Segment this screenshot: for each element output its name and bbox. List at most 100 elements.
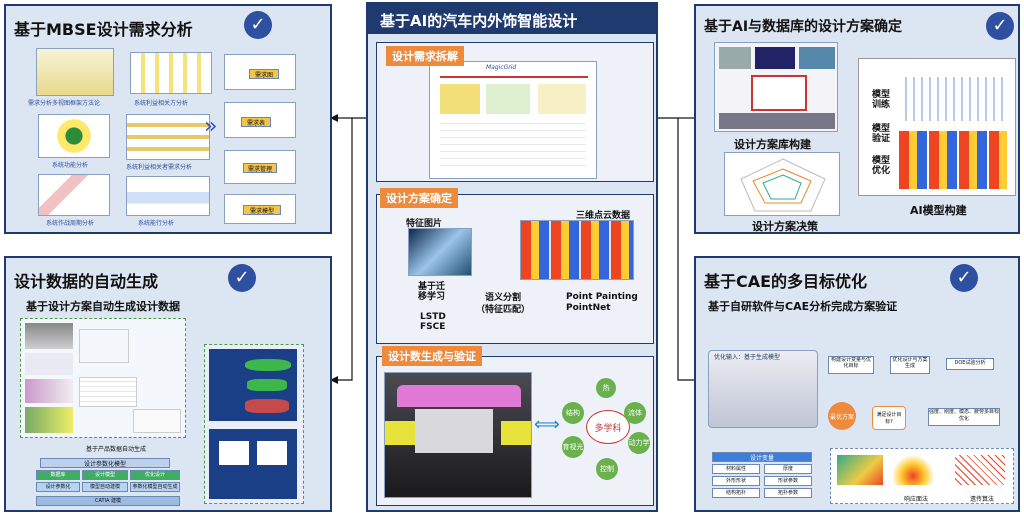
mbse-cap-6: 系统能行分析 [138, 220, 175, 227]
ai-db-panel: 基于AI与数据库的设计方案确定 ✓ 设计方案库构建 设计方案决策 模型 训练 模… [694, 4, 1020, 234]
mbse-cap-3: 系统功能分析 [52, 162, 89, 169]
mbse-card-label-2: 需求表 [241, 117, 271, 127]
mbse-card-4: 需求模型 [224, 194, 296, 224]
autogen-cell-6: 参数化模型自动生成 [130, 482, 180, 492]
semantic-text: 语义分割 （特征匹配） [476, 293, 531, 315]
cae-subtitle: 基于自研软件与CAE分析完成方案验证 [708, 300, 898, 313]
ring-item-1: 热 [596, 378, 616, 398]
transfer-text: 基于迁 移学习 [418, 282, 446, 302]
decision-label: 设计方案决策 [752, 220, 818, 233]
autogen-bottom: CATIA 建模 [36, 496, 180, 506]
cae-title: 基于CAE的多目标优化 [704, 272, 868, 291]
mbse-title: 基于MBSE设计需求分析 [14, 20, 193, 39]
ai-step-2: 模型 验证 [872, 124, 890, 144]
ring-item-2: 流体 [624, 402, 646, 424]
chevron-right-icon: » [204, 114, 218, 139]
radar-icon [740, 158, 826, 212]
requirement-doc: MagicGrid [429, 61, 597, 179]
mbse-card-2: 需求表 [224, 102, 296, 138]
var-2a: 外形形状 [712, 476, 760, 486]
mbse-thumb-2 [130, 52, 212, 94]
mbse-thumb-6 [126, 176, 210, 216]
check-icon: ✓ [244, 11, 272, 39]
flow-4: 最优方案 [828, 402, 856, 430]
autogen-title: 设计数据的自动生成 [14, 272, 159, 291]
autogen-subtitle: 基于设计方案自动生成设计数据 [26, 300, 180, 313]
check-icon: ✓ [228, 264, 256, 292]
autogen-grid-header: 设计参数化模型 [40, 458, 170, 468]
pointpainting-text: Point Painting PointNet [566, 292, 638, 313]
mbse-thumb-4 [126, 114, 210, 160]
semantic-label: 语义分割 （特征匹配） [476, 292, 530, 316]
ai-model-label: AI模型构建 [910, 204, 967, 217]
center-title-bar [368, 4, 656, 34]
design-library-image [714, 42, 838, 132]
center-panel: 基于AI的汽车内外饰智能设计 MagicGrid 设计需求拆解 设计方案确定 特… [366, 2, 658, 512]
cae-tools-box [830, 448, 1014, 504]
mbse-card-label-3: 需求管理 [243, 163, 277, 173]
check-icon: ✓ [950, 264, 978, 292]
autogen-cell-5: 模型自动建模 [82, 482, 128, 492]
mbse-thumb-3 [38, 114, 110, 158]
ai-db-title: 基于AI与数据库的设计方案确定 [704, 19, 903, 35]
double-arrow-icon: ⟺ [534, 414, 560, 435]
mbse-card-1: 需求图 [224, 54, 296, 90]
feature-image [408, 228, 472, 276]
mbse-cap-1: 需求分析多视图框架方法论 [28, 100, 101, 107]
autogen-panel: 设计数据的自动生成 ✓ 基于设计方案自动生成设计数据 基于产品数据自动生成 设计… [4, 256, 332, 512]
lstd-text: LSTD FSCE [420, 312, 446, 332]
autogen-cell-3: 优化设计 [130, 470, 180, 480]
tag-requirement: 设计需求拆解 [386, 46, 464, 66]
tag-generation: 设计数生成与验证 [382, 346, 482, 366]
transfer-label: 基于迁 移学习 [418, 282, 445, 302]
doc-logo: MagicGrid [486, 64, 517, 71]
autogen-cell-2: 设计模型 [82, 470, 128, 480]
flow-6: 强度、刚度、模态、疲劳多目标优化 [928, 408, 1000, 426]
ring-item-4: 控制 [596, 458, 618, 480]
flow-3: DOE试验分析 [946, 358, 994, 370]
flow-2: 优化设计与方案生成 [890, 356, 930, 374]
center-title: 基于AI的汽车内外饰智能设计 [380, 12, 578, 30]
var-2b: 形状参数 [764, 476, 812, 486]
mbse-thumb-5 [38, 174, 110, 216]
ring-item-6: 结构 [562, 402, 584, 424]
autogen-left-sheet [20, 318, 186, 438]
pointpainting-label: Point Painting PointNet [566, 292, 638, 314]
mbse-panel: 基于MBSE设计需求分析 ✓ 需求分析多视图框架方法论 系统利益相关方分析 系统… [4, 4, 332, 234]
mbse-cap-4: 系统利益相关者需求分析 [126, 164, 193, 171]
ai-step-1: 模型 训练 [872, 90, 890, 110]
radar-chart-image [724, 152, 840, 216]
mbse-card-label-1: 需求图 [249, 69, 279, 79]
ai-step-2-text: 模型 验证 [872, 124, 891, 144]
ai-step-3-text: 模型 优化 [872, 156, 891, 176]
mbse-cap-2: 系统利益相关方分析 [134, 100, 189, 107]
autogen-cell-4: 设计参数化 [36, 482, 80, 492]
tool-1: 响应面法 [904, 496, 929, 503]
ai-model-box [858, 58, 1016, 196]
ring-center: 多学科 [586, 410, 630, 444]
cae-panel: 基于CAE的多目标优化 ✓ 基于自研软件与CAE分析完成方案验证 优化输入：基于… [694, 256, 1020, 512]
mbse-card-3: 需求管理 [224, 150, 296, 184]
ai-step-1-text: 模型 训练 [872, 90, 891, 110]
car-part-image [384, 372, 532, 498]
tool-2: 遗传算法 [970, 496, 995, 503]
var-title: 设计变量 [712, 452, 812, 462]
mbse-cap-5: 系统作战周期分析 [46, 220, 95, 227]
mbse-thumb-1 [36, 48, 114, 96]
feature-image-label: 特征图片 [406, 219, 443, 229]
pointcloud-label: 三维点云数据 [576, 211, 631, 221]
tag-decision: 设计方案确定 [380, 188, 458, 208]
ring-item-5: 育视光 [562, 436, 584, 458]
design-library-label: 设计方案库构建 [734, 138, 811, 151]
ring-item-3: 动力学 [628, 432, 650, 454]
check-icon: ✓ [986, 12, 1014, 40]
mbse-card-label-4: 需求模型 [243, 205, 281, 215]
var-3b: 拓扑参数 [764, 488, 812, 498]
var-1a: 材料属性 [712, 464, 760, 474]
autogen-mid-title: 基于产品数据自动生成 [85, 446, 146, 453]
autogen-right-sheet [204, 344, 304, 504]
ai-step-3: 模型 优化 [872, 156, 890, 176]
var-1b: 厚度 [764, 464, 812, 474]
autogen-cell-1: 数据库 [36, 470, 80, 480]
cae-input-image [708, 350, 818, 428]
